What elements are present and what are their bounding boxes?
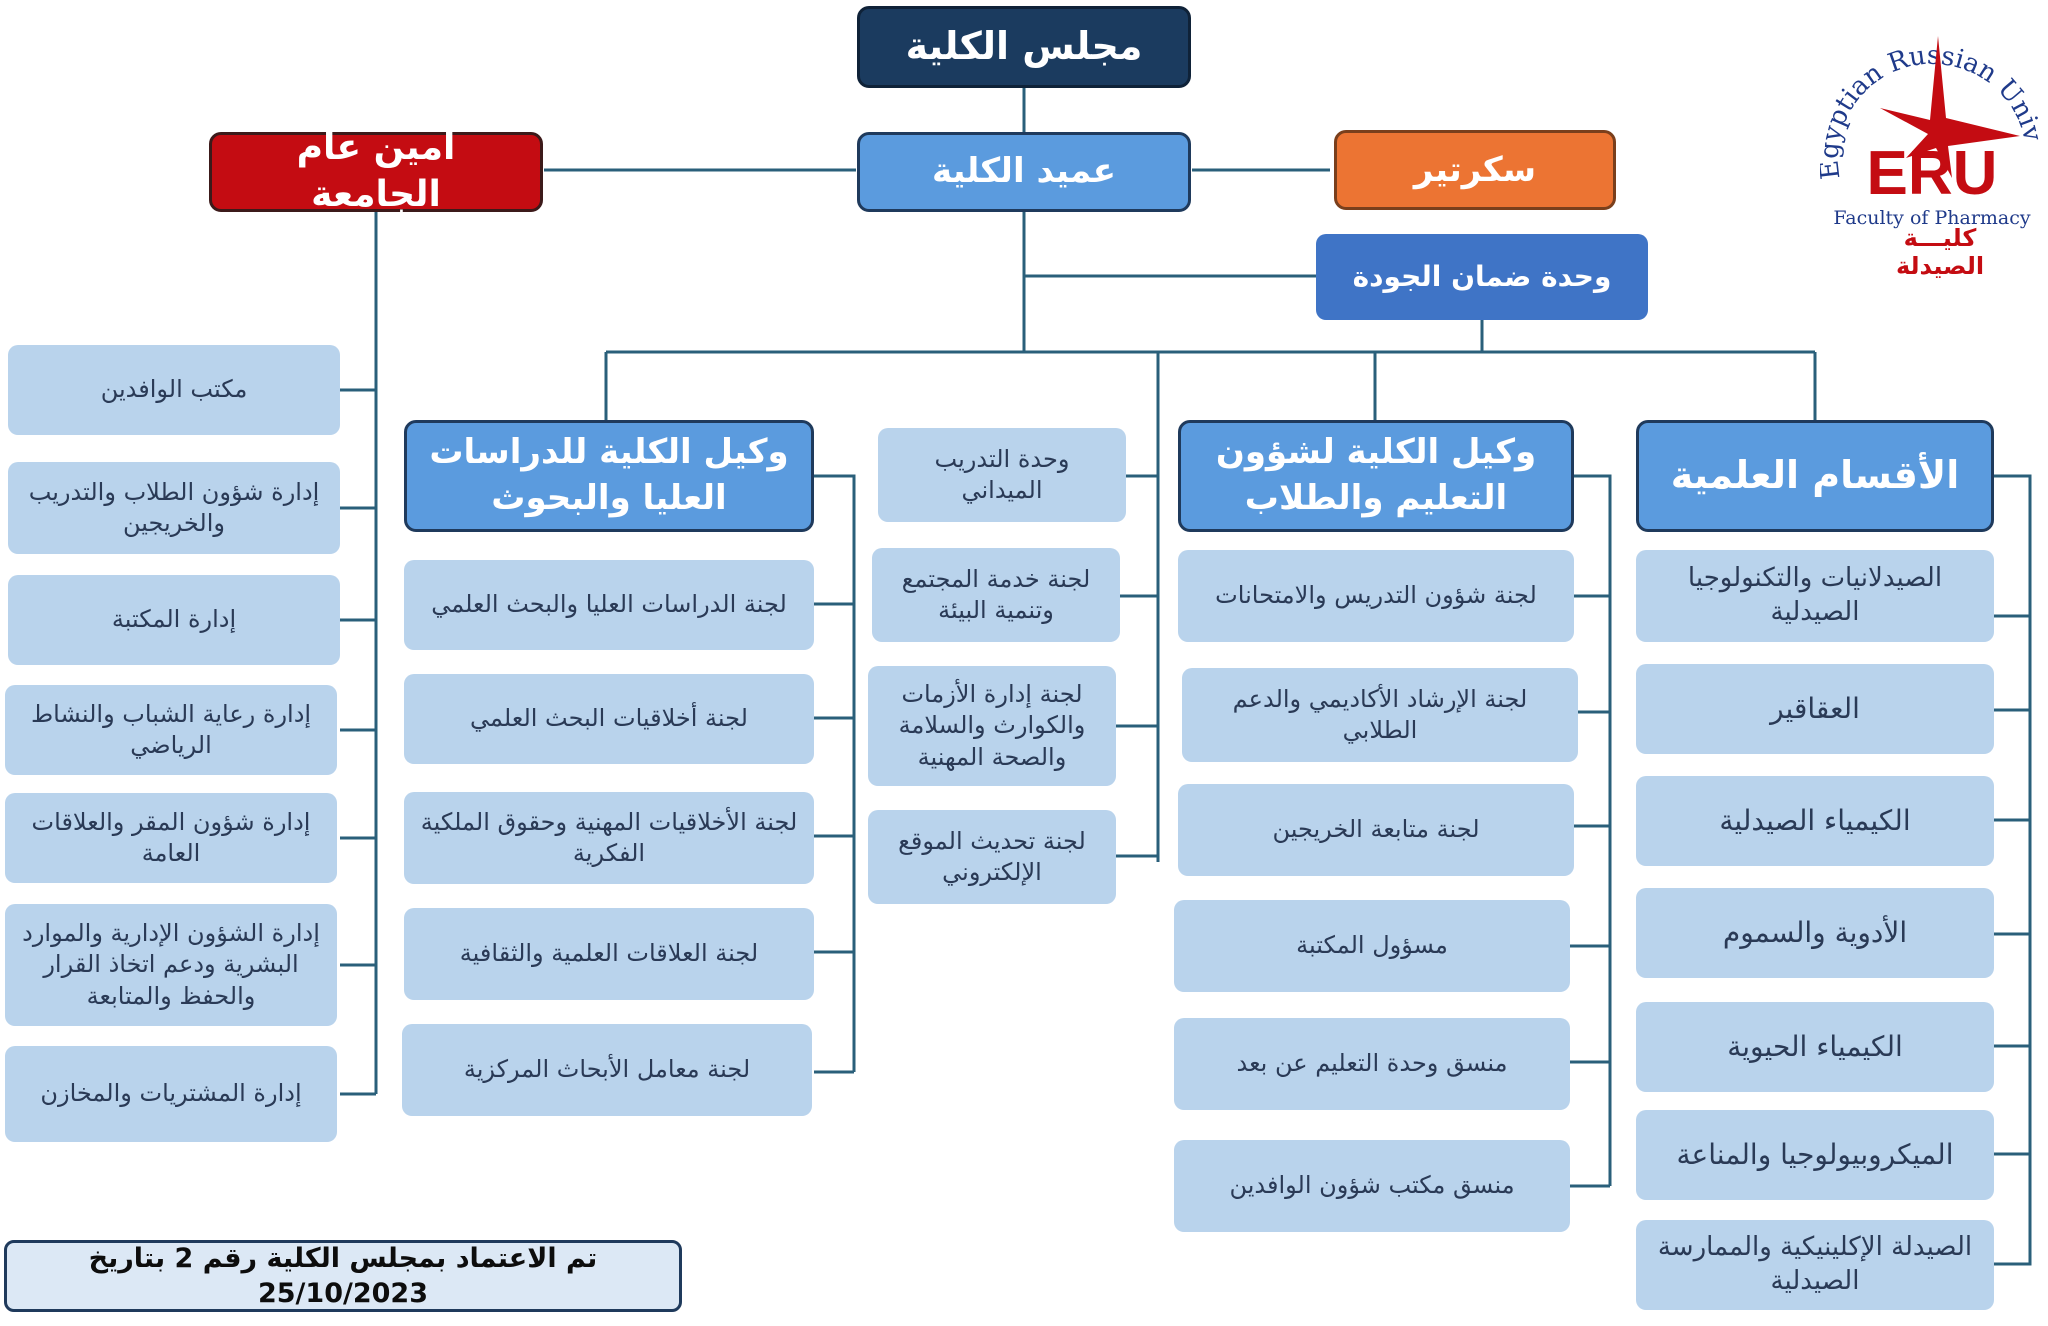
dean-box: عميد الكلية <box>857 132 1191 212</box>
eru-logo: Egyptian Russian University ERU Faculty … <box>1820 8 2048 229</box>
department-item-label: الصيدلة الإكلينيكية والممارسة الصيدلية <box>1657 1232 1973 1296</box>
education-item: منسق مكتب شؤون الوافدين <box>1174 1140 1570 1232</box>
dean-label: عميد الكلية <box>932 151 1116 192</box>
admin-item-label: إدارة المشتريات والمخازن <box>40 1079 302 1108</box>
education-item: لجنة الإرشاد الأكاديمي والدعم الطلابي <box>1182 668 1578 762</box>
department-item: الكيمياء الحيوية <box>1636 1002 1994 1092</box>
admin-item: إدارة المكتبة <box>8 575 340 665</box>
education-item: مسؤول المكتبة <box>1174 900 1570 992</box>
postgrad-item-label: لجنة العلاقات العلمية والثقافية <box>459 939 759 968</box>
department-item-label: الصيدلانيات والتكنولوجيا الصيدلية <box>1687 563 1943 627</box>
education-item: منسق وحدة التعليم عن بعد <box>1174 1018 1570 1110</box>
quality-assurance-unit-box: وحدة ضمان الجودة <box>1316 234 1648 320</box>
admin-item: إدارة رعاية الشباب والنشاط الرياضي <box>5 685 337 775</box>
university-secretary-general-box: أمين عام الجامعة <box>209 127 543 215</box>
admin-item: إدارة شؤون المقر والعلاقات العامة <box>5 793 337 883</box>
scientific-departments-box: الأقسام العلمية <box>1636 420 1994 532</box>
middle-item: لجنة إدارة الأزمات والكوارث والسلامة وال… <box>868 666 1116 786</box>
postgrad-item-label: لجنة الأخلاقيات المهنية وحقوق الملكية ال… <box>420 807 798 867</box>
logo-faculty-en: Faculty of Pharmacy <box>1833 207 2031 229</box>
admin-item-label: مكتب الوافدين <box>100 375 248 404</box>
education-item-label: منسق وحدة التعليم عن بعد <box>1236 1049 1508 1078</box>
admin-item: إدارة شؤون الطلاب والتدريب والخريجين <box>8 462 340 554</box>
department-item-label: الأدوية والسموم <box>1722 915 1908 949</box>
postgrad-item: لجنة الأخلاقيات المهنية وحقوق الملكية ال… <box>404 792 814 884</box>
postgrad-item: لجنة الدراسات العليا والبحث العلمي <box>404 560 814 650</box>
department-item: العقاقير <box>1636 664 1994 754</box>
logo-abbr: ERU <box>1867 139 1998 208</box>
middle-item-label: لجنة إدارة الأزمات والكوارث والسلامة وال… <box>898 680 1086 771</box>
secretary-box: سكرتير <box>1334 130 1616 210</box>
department-item: الكيمياء الصيدلية <box>1636 776 1994 866</box>
admin-item: مكتب الوافدين <box>8 345 340 435</box>
logo-faculty-ar: كليـــة الصيدلة <box>1895 224 1985 280</box>
department-item-label: الكيمياء الحيوية <box>1727 1029 1903 1063</box>
secretary-label: سكرتير <box>1413 149 1537 190</box>
admin-item: إدارة المشتريات والمخازن <box>5 1046 337 1142</box>
postgrad-item-label: لجنة الدراسات العليا والبحث العلمي <box>431 590 787 619</box>
postgrad-vice-dean-label: وكيل الكلية للدراسات العليا والبحوث <box>429 432 789 518</box>
admin-item-label: إدارة شؤون الطلاب والتدريب والخريجين <box>28 477 320 537</box>
department-item-label: العقاقير <box>1770 691 1860 725</box>
department-item: الصيدلانيات والتكنولوجيا الصيدلية <box>1636 550 1994 642</box>
quality-assurance-unit-label: وحدة ضمان الجودة <box>1352 259 1612 293</box>
faculty-council-box: مجلس الكلية <box>857 6 1191 88</box>
department-item: الميكروبيولوجيا والمناعة <box>1636 1110 1994 1200</box>
department-item: الأدوية والسموم <box>1636 888 1994 978</box>
approval-note: تم الاعتماد بمجلس الكلية رقم 2 بتاريخ 25… <box>4 1240 682 1312</box>
faculty-council-label: مجلس الكلية <box>905 24 1143 69</box>
education-item-label: مسؤول المكتبة <box>1296 931 1448 960</box>
education-item-label: لجنة شؤون التدريس والامتحانات <box>1215 581 1537 610</box>
department-item-label: الكيمياء الصيدلية <box>1719 803 1911 837</box>
university-secretary-general-label: أمين عام الجامعة <box>296 127 456 215</box>
middle-item-label: لجنة خدمة المجتمع وتنمية البيئة <box>901 564 1091 624</box>
admin-item-label: إدارة المكتبة <box>111 605 237 634</box>
middle-item: وحدة التدريب الميداني <box>878 428 1126 522</box>
education-vice-dean-label: وكيل الكلية لشؤون التعليم والطلاب <box>1215 432 1537 518</box>
education-item: لجنة متابعة الخريجين <box>1178 784 1574 876</box>
postgrad-item: لجنة معامل الأبحاث المركزية <box>402 1024 812 1116</box>
education-item-label: لجنة الإرشاد الأكاديمي والدعم الطلابي <box>1232 684 1528 744</box>
postgrad-vice-dean-box: وكيل الكلية للدراسات العليا والبحوث <box>404 420 814 532</box>
middle-item: لجنة تحديث الموقع الإلكتروني <box>868 810 1116 904</box>
middle-item-label: وحدة التدريب الميداني <box>934 444 1070 504</box>
education-item: لجنة شؤون التدريس والامتحانات <box>1178 550 1574 642</box>
admin-item-label: إدارة الشؤون الإدارية والموارد البشرية و… <box>22 919 320 1010</box>
postgrad-item: لجنة العلاقات العلمية والثقافية <box>404 908 814 1000</box>
approval-note-text: تم الاعتماد بمجلس الكلية رقم 2 بتاريخ 25… <box>88 1242 598 1309</box>
postgrad-item: لجنة أخلاقيات البحث العلمي <box>404 674 814 764</box>
education-item-label: لجنة متابعة الخريجين <box>1272 815 1480 844</box>
admin-item: إدارة الشؤون الإدارية والموارد البشرية و… <box>5 904 337 1026</box>
middle-item-label: لجنة تحديث الموقع الإلكتروني <box>898 826 1086 886</box>
postgrad-item-label: لجنة معامل الأبحاث المركزية <box>463 1055 751 1084</box>
postgrad-item-label: لجنة أخلاقيات البحث العلمي <box>470 704 748 733</box>
department-item: الصيدلة الإكلينيكية والممارسة الصيدلية <box>1636 1220 1994 1310</box>
admin-item-label: إدارة رعاية الشباب والنشاط الرياضي <box>30 699 312 759</box>
education-item-label: منسق مكتب شؤون الوافدين <box>1229 1171 1515 1200</box>
department-item-label: الميكروبيولوجيا والمناعة <box>1676 1137 1954 1171</box>
middle-item: لجنة خدمة المجتمع وتنمية البيئة <box>872 548 1120 642</box>
education-vice-dean-box: وكيل الكلية لشؤون التعليم والطلاب <box>1178 420 1574 532</box>
admin-item-label: إدارة شؤون المقر والعلاقات العامة <box>31 807 311 867</box>
scientific-departments-label: الأقسام العلمية <box>1670 453 1960 498</box>
